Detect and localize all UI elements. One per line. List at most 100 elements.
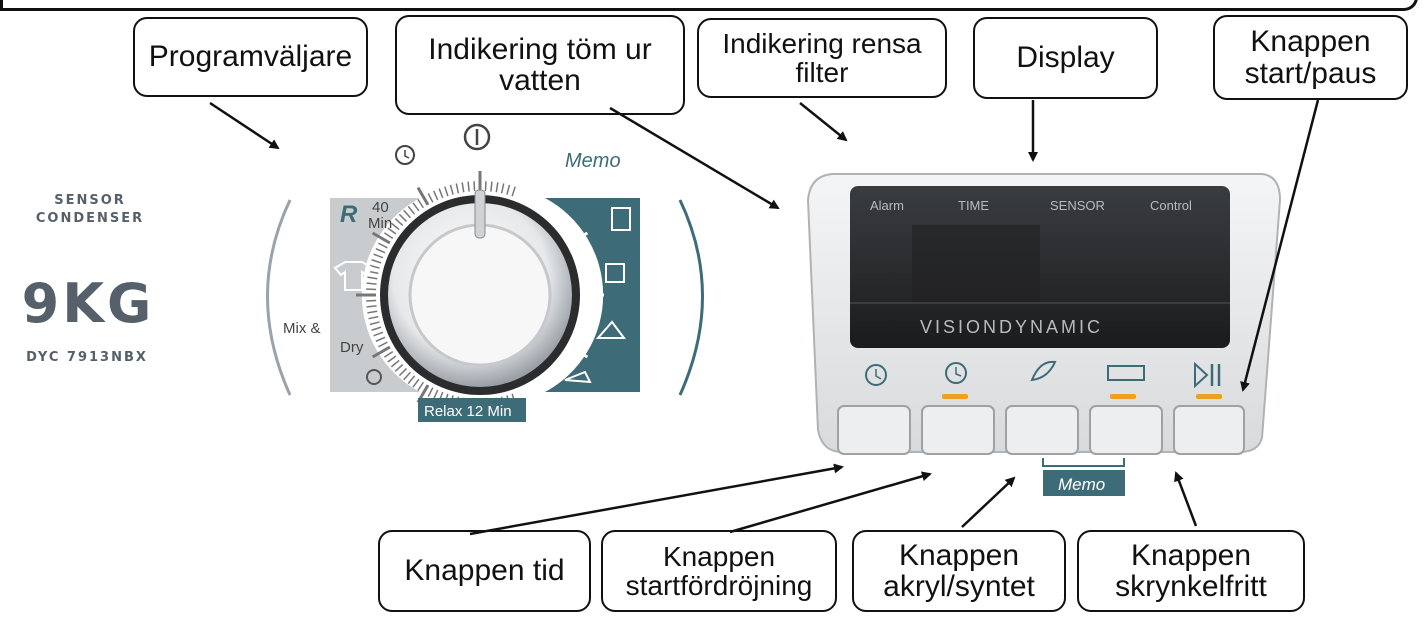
dial-tick: [369, 264, 380, 269]
dial-tick: [398, 213, 407, 222]
dial-tick: [560, 359, 570, 368]
dial-tick: [490, 181, 493, 192]
dial-tick: [444, 186, 449, 197]
time-button: [837, 405, 911, 455]
dial-grey-segment: [330, 198, 420, 392]
dial-tick: [378, 341, 388, 348]
dial-tick: [383, 232, 394, 239]
dial-memo-label: Memo: [565, 150, 621, 172]
dial-tick: [544, 375, 553, 385]
dial-tick: [540, 202, 548, 212]
arrow-program-selector: [209, 101, 280, 150]
dial-tick: [366, 305, 377, 308]
dial-tick: [373, 331, 384, 337]
dial-tick: [484, 181, 487, 192]
dial-tick: [563, 227, 573, 235]
arrow-start-pause: [1240, 99, 1320, 392]
callout-text: start/paus: [1244, 56, 1377, 90]
callout-text: startfördröjning: [625, 570, 813, 601]
dial-tick: [371, 326, 382, 331]
dial-tick: [403, 371, 411, 381]
callout-text: Knappen tid: [404, 554, 565, 588]
clock-icon: [395, 145, 415, 165]
dial-tick: [495, 182, 499, 193]
dial-tick: [427, 193, 434, 203]
dial-tick: [398, 368, 407, 377]
dial-tick: [427, 387, 434, 397]
dial-tick: [467, 181, 470, 192]
hanger-icon: [595, 320, 626, 339]
brand-model: DYC 7913NBX: [26, 350, 148, 365]
panel-memo-label: Memo: [1058, 475, 1105, 494]
dial-tick: [526, 387, 533, 397]
time-icon: [865, 364, 887, 386]
dial-tick: [530, 186, 544, 206]
dial-tick: [581, 315, 592, 320]
delay-start-button: [921, 405, 995, 455]
dial-tick: [366, 282, 377, 285]
dial-tick: [383, 351, 394, 358]
dial-tick: [417, 198, 424, 209]
dial-tick: [521, 389, 528, 400]
dial-tick: [549, 371, 557, 381]
wrinkle-free-button: [1089, 405, 1163, 455]
dial-tick: [526, 193, 533, 203]
leaf-icon: [1030, 360, 1057, 382]
dial-tick: [530, 384, 544, 404]
play-icon: [1194, 361, 1209, 389]
led-delay-start: [942, 394, 968, 399]
iron-icon: [564, 370, 592, 384]
dial-tick: [582, 276, 593, 280]
panel-sensor-label: SENSOR: [1050, 198, 1105, 213]
yarn-icon: [366, 369, 382, 385]
dial-tick: [566, 232, 577, 239]
dial-tick: [578, 326, 589, 331]
arrow-clean-filter: [799, 102, 848, 142]
dial-tick: [367, 276, 378, 280]
wrinkle-icon: [1107, 365, 1145, 381]
dial-tick: [578, 259, 589, 264]
callout-text: vatten: [499, 64, 581, 97]
dial-40-label: 40: [372, 199, 389, 216]
dial-teal-segment: [545, 198, 640, 392]
dial-tick: [412, 378, 420, 388]
dial-tick: [417, 381, 424, 392]
dial-tick: [378, 242, 388, 249]
dial-knob-center: [408, 223, 552, 367]
dial-tick: [371, 259, 382, 264]
led-wrinkle-free: [1110, 394, 1136, 399]
memo-bracket: [1042, 458, 1125, 467]
dial-tick: [387, 355, 397, 363]
panel-alarm-label: Alarm: [870, 198, 904, 213]
dial-tick: [368, 315, 379, 320]
arrow-delay-start: [729, 471, 932, 534]
dial-tick: [367, 310, 378, 314]
dial-tick: [375, 247, 386, 254]
dial-tick: [580, 321, 591, 326]
relax-box: [418, 398, 526, 422]
callout-text: Knappen: [662, 540, 776, 572]
arrow-time-button: [469, 463, 844, 536]
panel-brand-label: VISIONDYNAMIC: [920, 317, 1103, 337]
dial-tick: [375, 336, 386, 343]
dial-tick: [407, 205, 416, 215]
dial-tick: [580, 264, 591, 269]
delay-start-icon: [945, 362, 967, 384]
brand-condenser: CONDENSER: [35, 211, 145, 226]
callout-text: Indikering rensa: [722, 27, 922, 59]
dial-tick: [569, 345, 589, 359]
dial-min-label: Min: [368, 215, 392, 232]
callout-text: Programväljare: [148, 40, 353, 74]
power-icon: [463, 123, 491, 151]
dial-tick: [574, 336, 585, 343]
dial-tick: [500, 183, 505, 194]
dial-tick: [572, 341, 582, 348]
dial-tick: [582, 310, 593, 314]
shirt-icon: [611, 207, 631, 231]
dial-tick: [412, 202, 420, 212]
